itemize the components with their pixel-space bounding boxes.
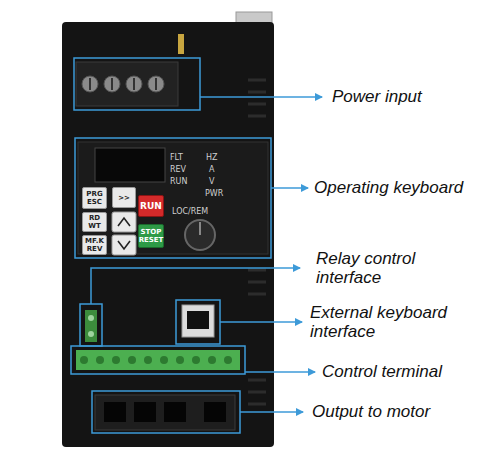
indicator-label: V — [209, 177, 229, 186]
indicator-label: PWR — [205, 189, 229, 198]
up-arrow — [118, 218, 130, 226]
highlight-boxes — [71, 58, 271, 433]
callout-label: Output to motor — [312, 402, 482, 421]
button-text: PRG ESC — [83, 190, 106, 206]
indicator-label: FLT — [170, 153, 200, 162]
power-terminal-block — [76, 62, 178, 106]
callout-label: Relay control interface — [316, 249, 446, 287]
button-text: MF.K REV — [83, 237, 106, 253]
button-text: >> — [118, 194, 130, 202]
button-text: RD WT — [83, 214, 106, 230]
output-terminal-block — [95, 395, 235, 430]
keypad-button: RD WT — [82, 212, 107, 232]
button-text: RUN — [140, 202, 162, 210]
keypad-button: STOP RESET — [138, 224, 164, 248]
knob-mark — [199, 222, 201, 235]
callout-label: Power input — [332, 87, 492, 106]
relay-screws — [88, 315, 94, 337]
down-button — [112, 235, 136, 255]
button-text: STOP RESET — [139, 228, 164, 244]
indicator-label: HZ — [206, 153, 226, 162]
callout-label: External keyboard interface — [310, 303, 475, 341]
output-openings — [104, 402, 226, 422]
leader-lines — [91, 97, 322, 412]
indicator-label: RUN — [170, 177, 200, 186]
indicator-label: REV — [170, 165, 200, 174]
wire — [178, 34, 184, 54]
led-display — [95, 148, 165, 182]
terminal-screws — [82, 76, 164, 92]
keypad-button: MF.K REV — [82, 235, 107, 255]
up-button — [112, 212, 136, 232]
callout-label: Operating keyboard — [314, 178, 494, 197]
screw-slots — [90, 78, 156, 90]
rj45-port — [182, 305, 214, 337]
relay-terminal — [85, 310, 97, 342]
indicator-label: A — [209, 165, 229, 174]
knob-label: LOC/REM — [172, 207, 222, 216]
keypad-panel — [78, 142, 268, 254]
control-terminal-strip — [76, 350, 240, 370]
down-arrow — [118, 241, 130, 249]
keypad-button: RUN — [138, 195, 164, 217]
keypad-button: PRG ESC — [82, 187, 107, 209]
keypad-button: >> — [112, 187, 136, 208]
rj45-opening — [187, 311, 209, 329]
knob — [185, 220, 215, 250]
control-screws — [80, 356, 232, 364]
callout-label: Control terminal — [322, 362, 492, 381]
device-body — [62, 22, 274, 447]
